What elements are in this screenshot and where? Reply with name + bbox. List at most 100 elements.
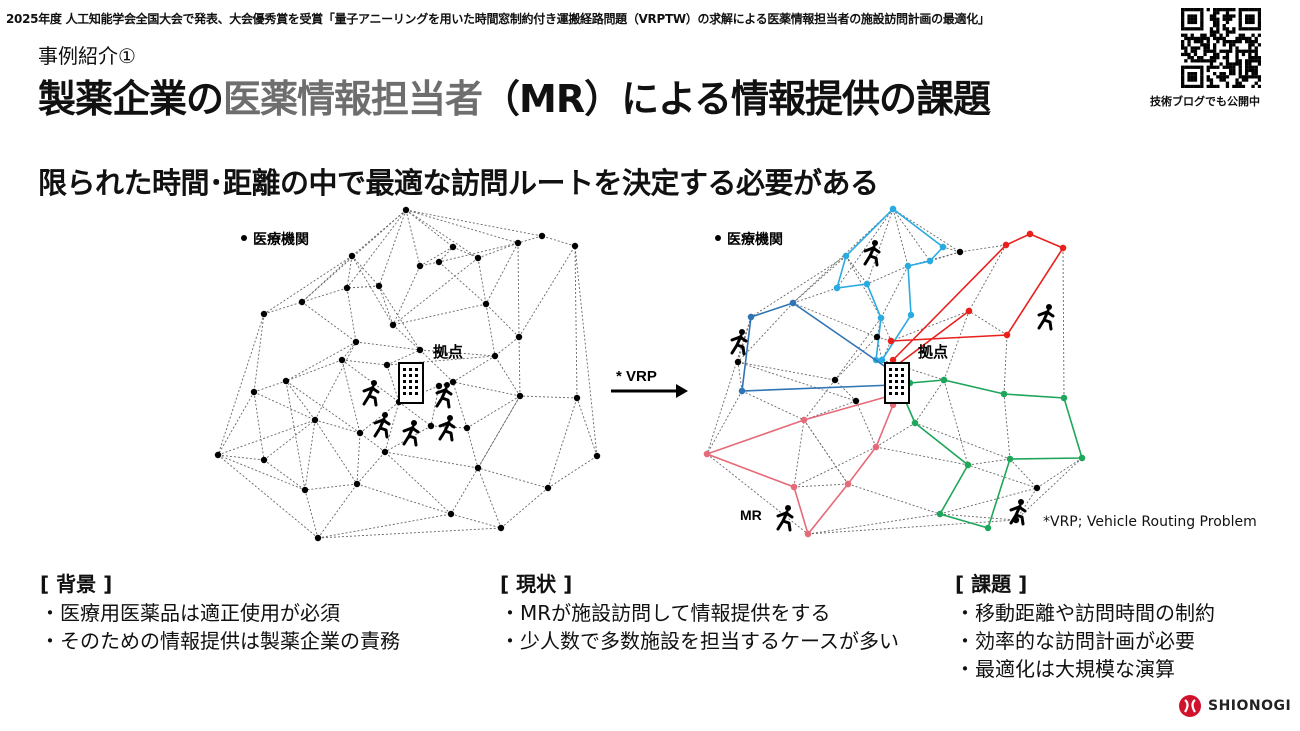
- facility-node: [260, 310, 268, 318]
- network-edge: [737, 361, 836, 381]
- network-edge: [301, 287, 348, 303]
- network-edge: [355, 341, 421, 351]
- facility-node: [214, 451, 222, 459]
- facility-node: [250, 388, 258, 396]
- network-edge: [706, 453, 809, 535]
- facility-node: [497, 524, 505, 532]
- legend-dot-right: [715, 235, 721, 241]
- qr-code-icon[interactable]: [1181, 8, 1261, 88]
- facility-node: [844, 480, 852, 488]
- facility-node: [389, 321, 397, 329]
- facility-node: [515, 333, 523, 341]
- route-path: [741, 302, 894, 392]
- facility-node: [593, 452, 601, 460]
- network-edge: [939, 487, 1038, 515]
- network-edge: [890, 310, 970, 342]
- left-network-edges: [217, 209, 598, 539]
- network-edge: [314, 341, 357, 421]
- network-edge: [285, 380, 316, 421]
- bullet-item: ・少人数で多数施設を担当するケースが多い: [500, 629, 899, 653]
- network-edge: [384, 451, 452, 515]
- facility-node: [447, 510, 455, 518]
- facility-node: [353, 480, 361, 488]
- facility-node: [301, 486, 309, 494]
- network-edge: [477, 467, 549, 489]
- network-edge: [517, 235, 543, 244]
- network-edge: [737, 302, 794, 363]
- network-edge: [968, 310, 1008, 336]
- facility-node: [1033, 484, 1041, 492]
- network-edge: [803, 419, 849, 485]
- network-edge: [346, 255, 353, 289]
- arrow-label: * VRP: [616, 368, 657, 385]
- network-edge: [803, 419, 849, 485]
- facility-node: [911, 419, 919, 427]
- network-edge: [942, 246, 961, 253]
- route-node: [907, 311, 915, 319]
- network-edge: [263, 301, 303, 315]
- facility-node: [842, 252, 850, 260]
- network-edge: [494, 336, 520, 357]
- facility-node: [314, 534, 322, 542]
- network-edge: [304, 419, 316, 491]
- award-note: 2025年度 人工知能学会全国大会で発表、大会優秀賞を受賞「量子アニーリングを用…: [6, 12, 990, 26]
- facility-node: [311, 416, 319, 424]
- left-network: [214, 206, 601, 542]
- facility-node: [1002, 241, 1010, 249]
- network-edge: [346, 287, 357, 343]
- network-edge: [301, 255, 353, 303]
- facility-node: [516, 392, 524, 400]
- network-edge: [263, 255, 353, 315]
- network-edge: [398, 401, 432, 427]
- network-edge: [217, 454, 265, 461]
- facility-node: [956, 248, 964, 256]
- network-edge: [845, 255, 868, 285]
- network-edge: [346, 285, 380, 289]
- network-edge: [378, 285, 421, 351]
- facility-node: [940, 376, 948, 384]
- network-edge: [477, 257, 487, 305]
- network-edge: [392, 324, 421, 351]
- title-part-2: 医薬情報担当者: [223, 77, 483, 121]
- network-edge: [741, 390, 805, 421]
- facility-node: [402, 206, 410, 214]
- network-edge: [518, 336, 521, 397]
- network-edge: [263, 419, 316, 461]
- network-edge: [834, 336, 878, 381]
- network-edge: [405, 209, 421, 267]
- network-edge: [263, 459, 306, 491]
- network-edge: [943, 379, 969, 466]
- network-edge: [477, 467, 502, 529]
- network-edge: [452, 246, 479, 259]
- network-edge: [803, 400, 857, 421]
- background-column: [ 背景 ] ・医療用医薬品は適正使用が必須 ・そのための情報提供は製薬企業の責…: [40, 568, 400, 655]
- facility-node: [375, 282, 383, 290]
- network-edge: [384, 401, 400, 453]
- bullet-item: ・移動距離や訪問時間の制約: [955, 601, 1215, 625]
- facility-node: [877, 314, 885, 322]
- network-edge: [892, 208, 909, 267]
- facility-node: [936, 510, 944, 518]
- network-edge: [386, 364, 400, 403]
- facility-node: [1000, 390, 1008, 398]
- company-logo: SHIONOGI: [1178, 693, 1291, 719]
- network-edge: [304, 489, 319, 539]
- case-label: 事例紹介①: [38, 44, 136, 68]
- network-edge: [378, 285, 394, 326]
- network-edge: [285, 341, 357, 382]
- network-edge: [500, 487, 549, 529]
- network-edge: [1009, 458, 1038, 489]
- network-edge: [793, 483, 849, 488]
- network-edge: [477, 395, 521, 469]
- route-path: [835, 208, 894, 361]
- facility-node: [1059, 244, 1067, 252]
- facility-node: [474, 254, 482, 262]
- facility-node: [343, 284, 351, 292]
- right-network-nodes: [703, 205, 1086, 538]
- network-edge: [452, 381, 521, 397]
- network-edge: [880, 317, 892, 342]
- facility-node: [964, 461, 972, 469]
- base-building-right-icon: [884, 362, 910, 404]
- title-part-1: 製薬企業の: [38, 77, 224, 121]
- title-part-3: （MR）による情報提供の課題: [482, 77, 991, 121]
